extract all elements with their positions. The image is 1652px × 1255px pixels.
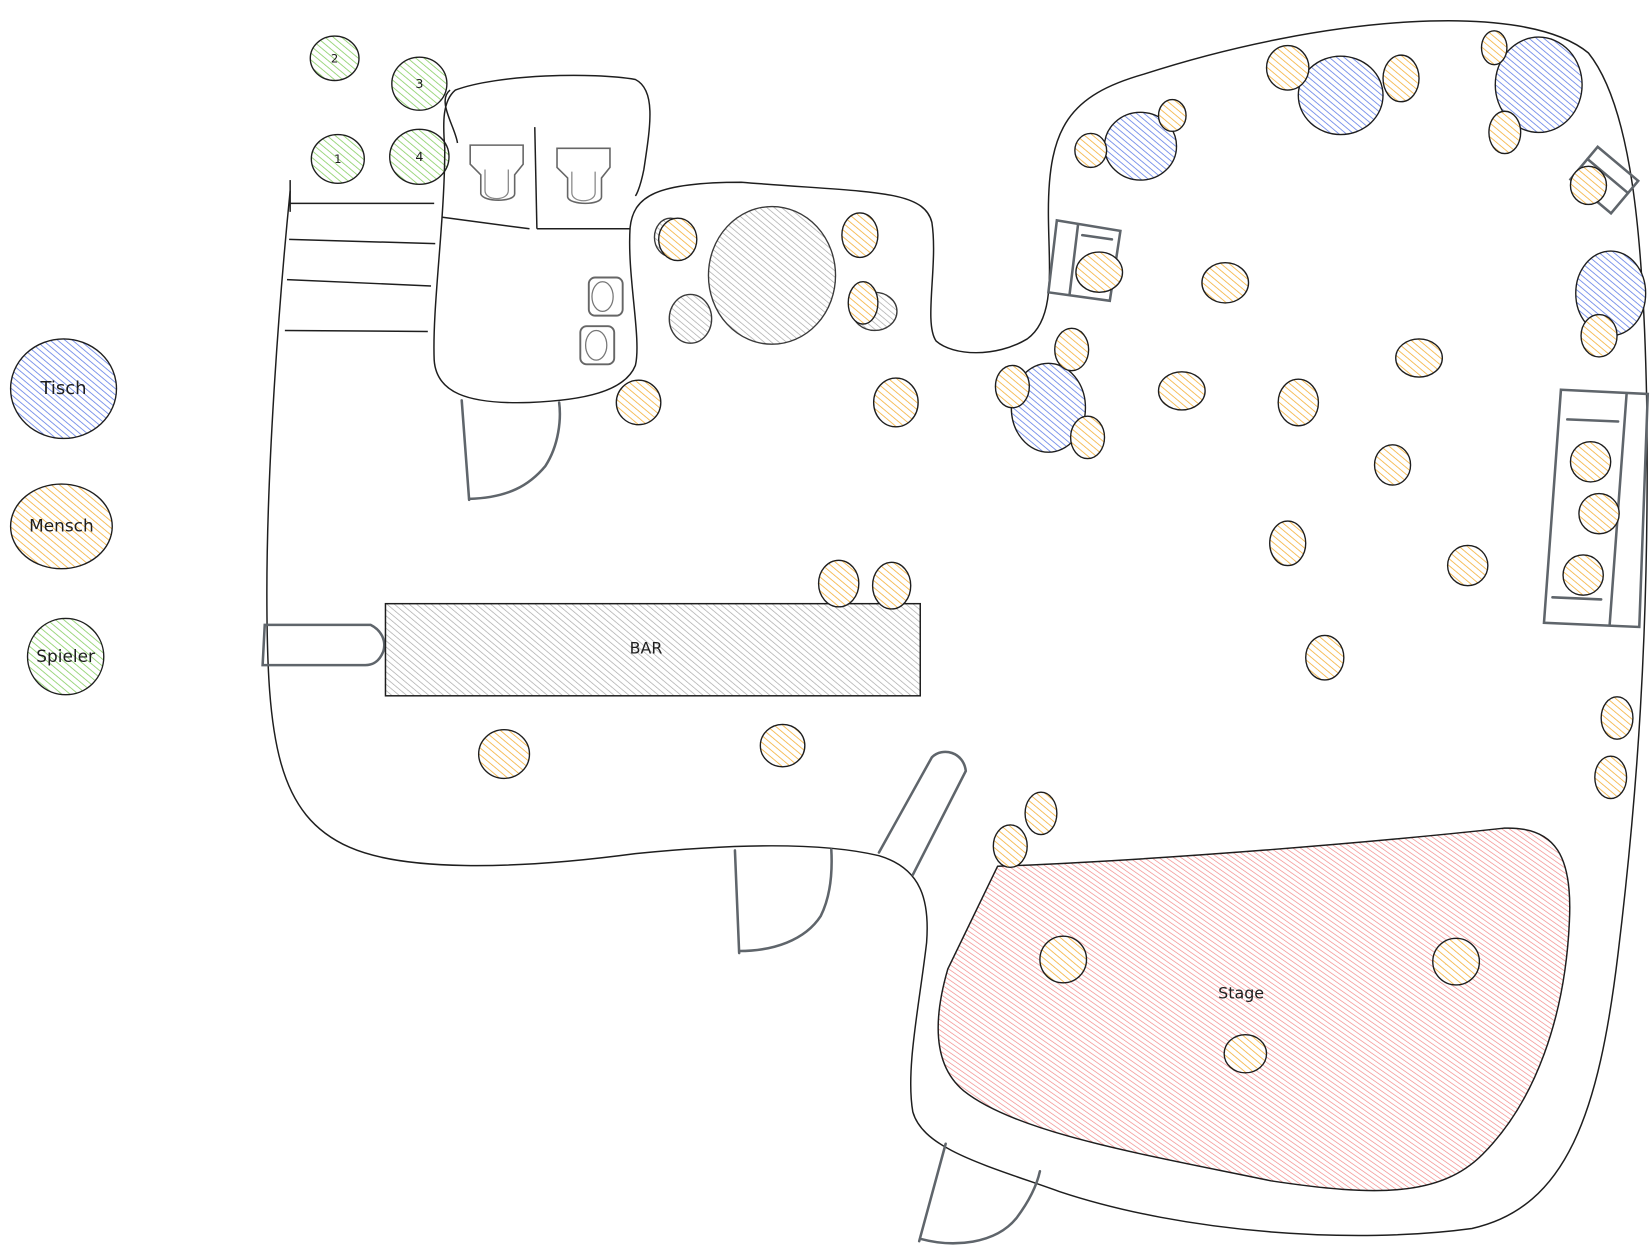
person[interactable]: [1395, 338, 1444, 378]
person[interactable]: [992, 824, 1028, 869]
legend: Tisch Mensch Spieler: [9, 338, 118, 696]
person[interactable]: [1446, 544, 1489, 587]
player-1[interactable]: [310, 133, 365, 184]
bar-label: BAR: [630, 638, 663, 657]
restroom-wall-link: [444, 89, 459, 144]
sink-icon: [587, 276, 624, 317]
person[interactable]: [841, 212, 879, 259]
sink-icon: [579, 325, 616, 366]
side-entrance[interactable]: [261, 623, 386, 667]
toilet-icon: [469, 144, 524, 201]
player-3-label: 3: [415, 76, 423, 91]
person[interactable]: [1269, 520, 1307, 567]
player-2[interactable]: [309, 35, 360, 82]
doors: [261, 399, 1042, 1245]
stage-person[interactable]: [1039, 935, 1088, 984]
player-1-label: 1: [334, 152, 341, 166]
legend-player-label: Spieler: [36, 646, 95, 666]
player-3[interactable]: [391, 56, 448, 111]
bottom-door[interactable]: [733, 848, 833, 955]
person[interactable]: [994, 364, 1031, 409]
person[interactable]: [1600, 696, 1634, 740]
people: [477, 30, 1634, 1074]
person[interactable]: [1277, 378, 1320, 427]
stage-door[interactable]: [917, 1142, 1042, 1245]
outer-wall: [266, 20, 1648, 1237]
stage-person[interactable]: [1223, 1033, 1268, 1074]
person[interactable]: [615, 379, 662, 426]
person[interactable]: [1054, 327, 1090, 372]
stool: [668, 293, 713, 344]
tables: [1010, 36, 1647, 453]
stage-person[interactable]: [1432, 937, 1481, 986]
person[interactable]: [759, 723, 806, 768]
player-4-label: 4: [415, 149, 423, 164]
person[interactable]: [1069, 415, 1106, 460]
person[interactable]: [1024, 791, 1058, 836]
person[interactable]: [657, 217, 698, 262]
legend-player: Spieler: [26, 617, 105, 696]
person[interactable]: [1562, 554, 1604, 596]
person[interactable]: [1075, 251, 1124, 294]
players: 1 2 3 4: [309, 35, 450, 186]
table[interactable]: [1494, 36, 1583, 134]
restrooms: [441, 127, 631, 366]
person[interactable]: [871, 561, 912, 610]
benches: [1046, 145, 1650, 629]
legend-person: Mensch: [9, 483, 113, 570]
legend-person-label: Mensch: [29, 516, 94, 536]
legend-table: Tisch: [9, 338, 118, 440]
person[interactable]: [1578, 492, 1620, 535]
person[interactable]: [847, 281, 879, 325]
person[interactable]: [817, 559, 860, 608]
stairs: [284, 180, 436, 333]
person[interactable]: [1373, 444, 1412, 486]
person[interactable]: [1157, 371, 1206, 411]
person[interactable]: [1488, 110, 1522, 155]
bottom-entrance[interactable]: [877, 750, 968, 877]
person[interactable]: [1305, 634, 1345, 681]
round-table[interactable]: [707, 205, 837, 345]
person[interactable]: [1569, 165, 1608, 206]
person[interactable]: [1157, 98, 1187, 133]
toilet-icon: [556, 147, 611, 205]
person[interactable]: [1480, 30, 1508, 66]
stage-label: Stage: [1218, 984, 1264, 1003]
restroom-door[interactable]: [460, 399, 562, 502]
player-4[interactable]: [389, 128, 450, 186]
person[interactable]: [1594, 755, 1628, 800]
person[interactable]: [1074, 132, 1108, 169]
person[interactable]: [872, 377, 919, 428]
person[interactable]: [1569, 440, 1612, 483]
table[interactable]: [1297, 55, 1384, 136]
person[interactable]: [1382, 54, 1420, 103]
player-2-label: 2: [331, 52, 338, 66]
person[interactable]: [1201, 261, 1250, 304]
person[interactable]: [477, 729, 531, 780]
legend-table-label: Tisch: [39, 378, 86, 399]
person[interactable]: [1580, 313, 1618, 358]
bar: BAR: [384, 602, 921, 697]
person[interactable]: [1265, 44, 1310, 91]
stage: Stage: [937, 827, 1571, 1192]
bench: [1046, 218, 1122, 303]
